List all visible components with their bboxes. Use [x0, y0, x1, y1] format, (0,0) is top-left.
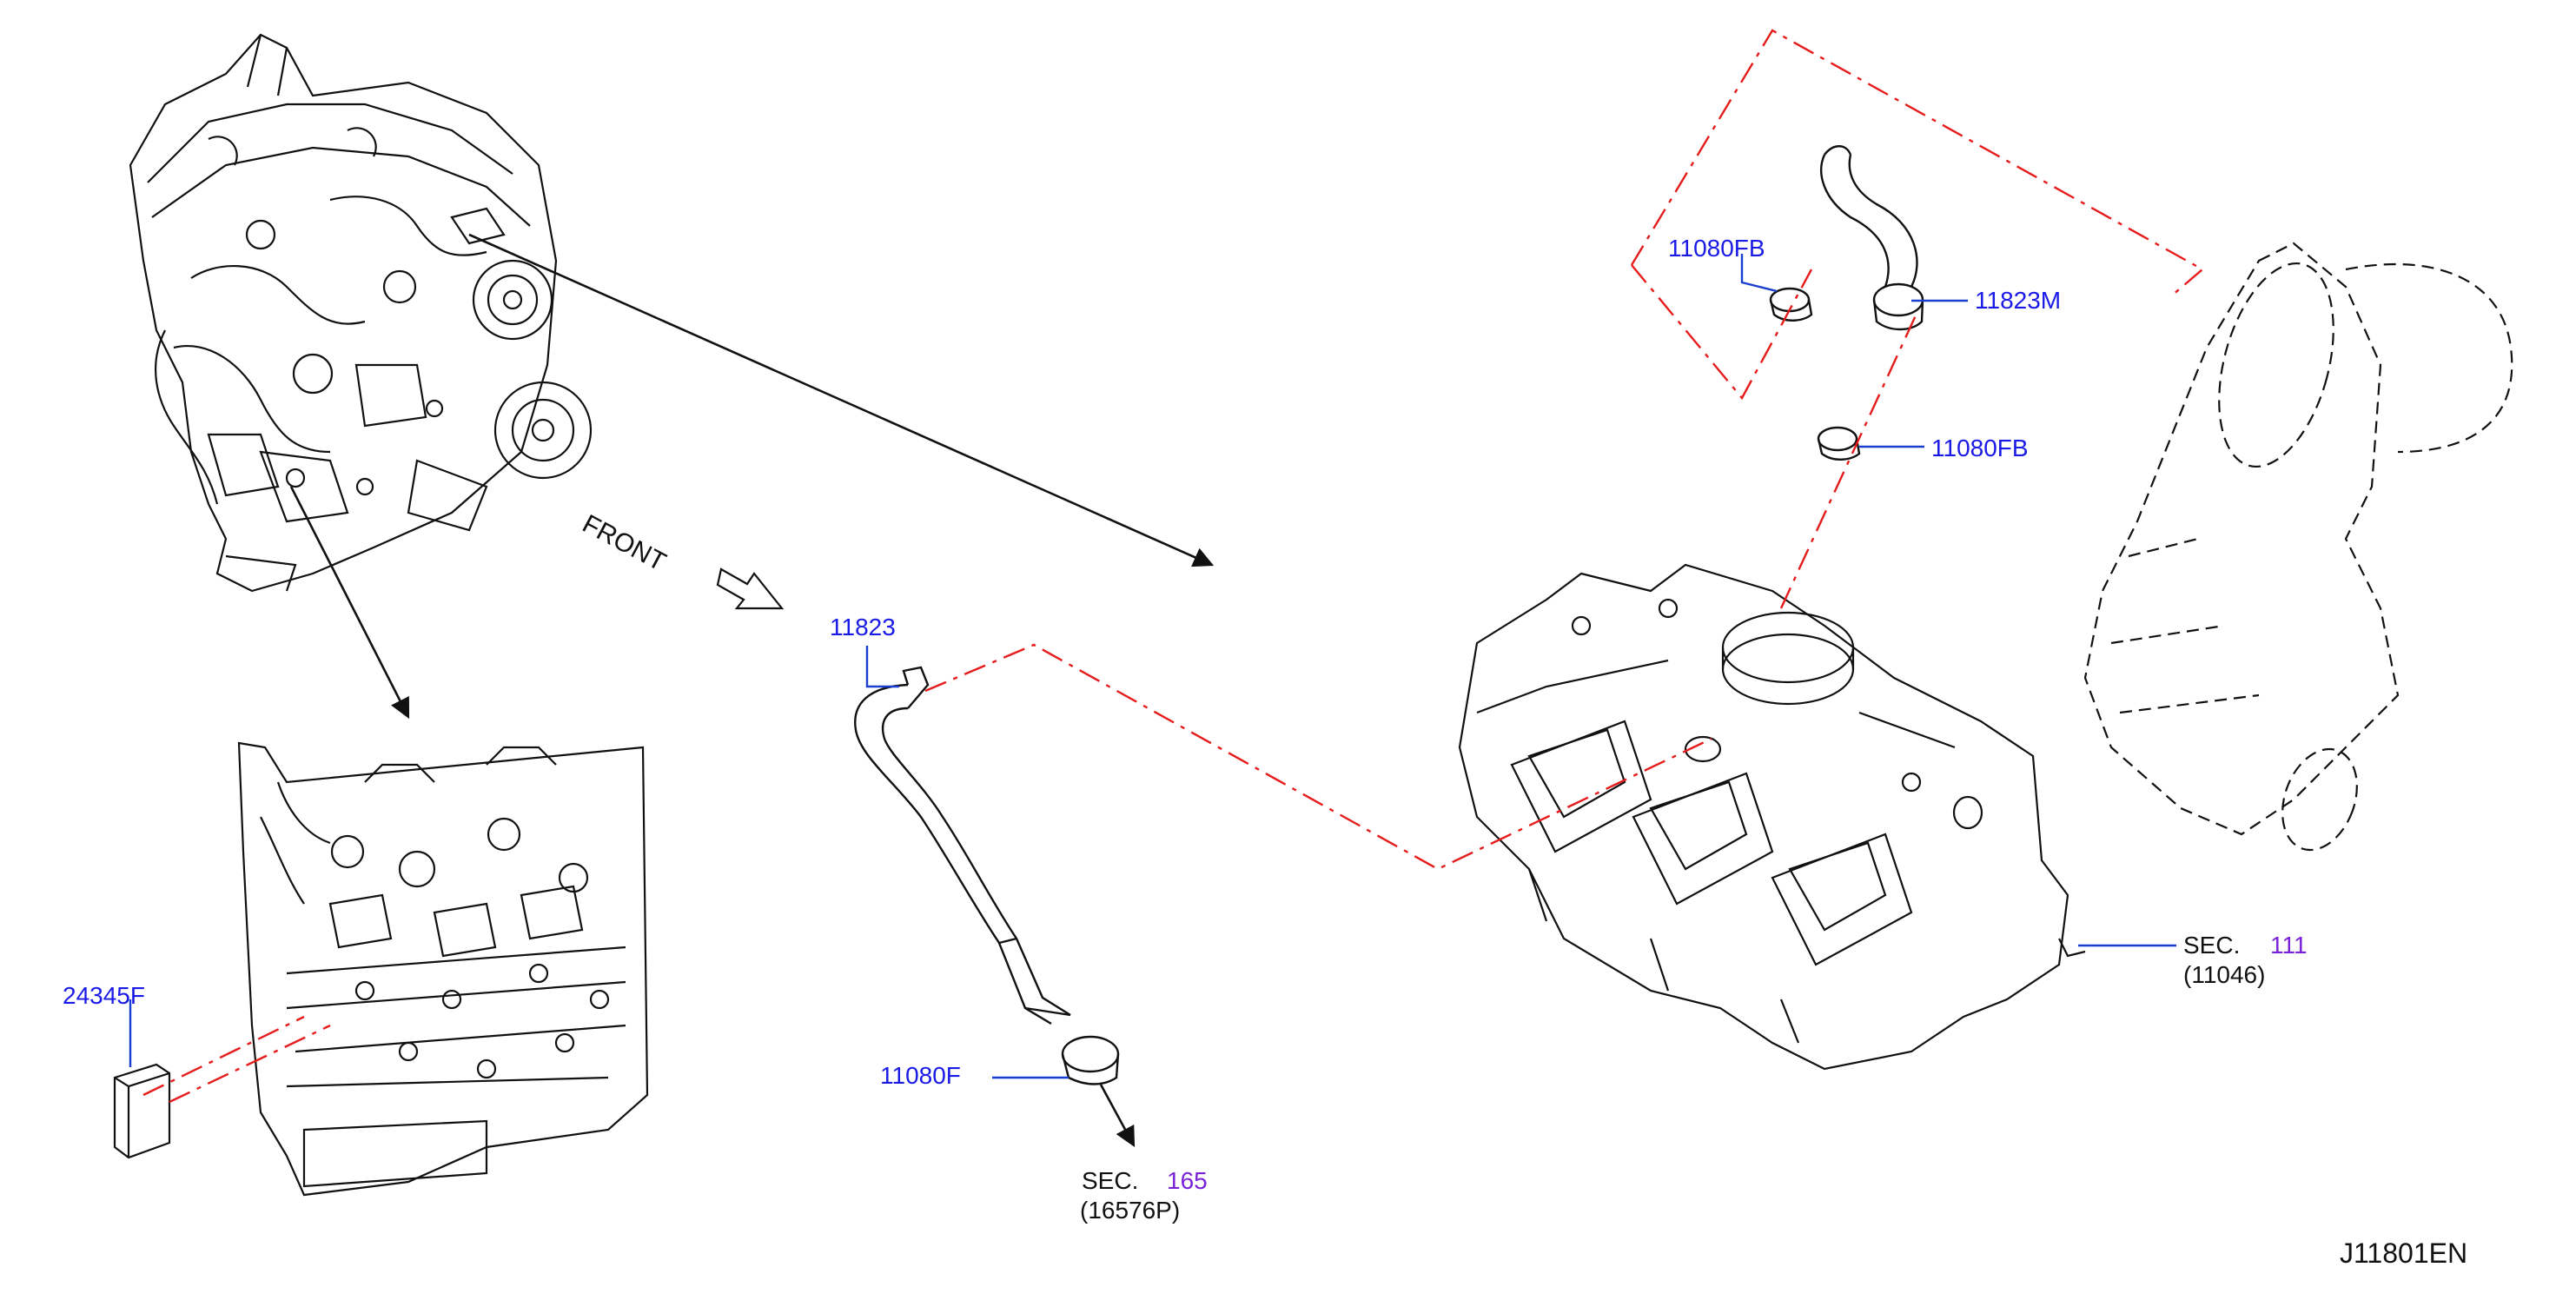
section-111-prefix: SEC. [2183, 932, 2241, 959]
part-number-11080f[interactable]: 11080F [880, 1062, 961, 1089]
part-number-11080fb-top[interactable]: 11080FB [1668, 235, 1765, 262]
intake-manifold-drawing [1458, 563, 2086, 1071]
diagram-id: J11801EN [2340, 1238, 2468, 1269]
engine-assembly-drawing [129, 33, 593, 593]
part-number-11823[interactable]: 11823 [830, 614, 896, 640]
part-number-11080fb-mid[interactable]: 11080FB [1931, 435, 2029, 461]
part-number-11823m[interactable]: 11823M [1975, 287, 2062, 314]
section-165-prefix: SEC. [1082, 1167, 1139, 1194]
leader-lines [129, 254, 2176, 1079]
chain-lines [142, 29, 2205, 1104]
section-111-link[interactable]: 111 [2270, 932, 2308, 959]
section-165-link[interactable]: 165 [1167, 1167, 1208, 1194]
section-111-ref: (11046) [2183, 961, 2266, 988]
lower-engine-drawing [237, 741, 649, 1197]
part-number-24345f[interactable]: 24345F [63, 982, 145, 1009]
section-165-ref: (16576P) [1080, 1197, 1181, 1224]
hose-11823-drawing [854, 666, 1120, 1085]
front-arrow-icon [716, 567, 785, 610]
part-24345f-drawing [113, 1063, 171, 1159]
phantom-housing-drawing [2083, 242, 2513, 852]
pointer-arrows [289, 233, 1215, 1148]
hose-11823m-drawing [1769, 145, 1924, 461]
